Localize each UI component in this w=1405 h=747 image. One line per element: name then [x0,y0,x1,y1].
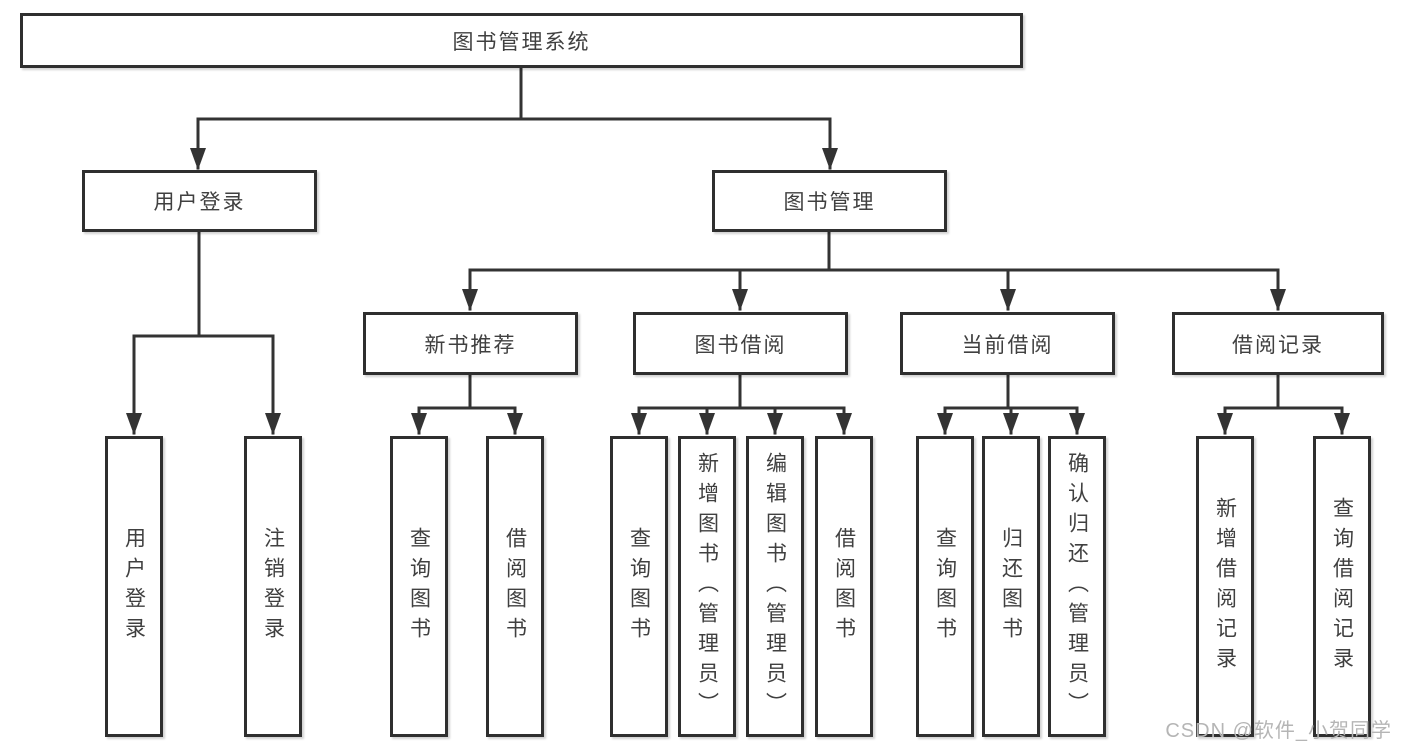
leaf-label: 借阅图书 [832,526,856,647]
node-book-borrowing: 图书借阅 [633,312,848,375]
leaf-borrow-books-recommend: 借阅图书 [486,436,544,737]
node-label: 新书推荐 [424,333,517,357]
leaf-confirm-return-admin: 确认归还（管理员） [1048,436,1106,737]
leaf-label: 新增借阅记录 [1213,496,1237,677]
leaf-label: 归还图书 [999,526,1023,647]
leaf-label: 编辑图书（管理员） [763,451,787,722]
leaf-label: 查询图书 [407,526,431,647]
leaf-label: 查询图书 [627,526,651,647]
leaf-add-books-admin: 新增图书（管理员） [678,436,736,737]
node-label: 借阅记录 [1232,333,1324,357]
node-new-book-recommendation: 新书推荐 [363,312,578,375]
leaf-label: 查询图书 [933,526,957,647]
leaf-label: 确认归还（管理员） [1065,451,1089,722]
leaf-add-borrow-record: 新增借阅记录 [1196,436,1254,737]
node-user-login: 用户登录 [82,170,317,232]
csdn-watermark: CSDN @软件_小贺同学 [1165,720,1392,742]
leaf-user-login: 用户登录 [105,436,163,737]
leaf-query-borrow-record: 查询借阅记录 [1313,436,1371,737]
node-label: 图书管理系统 [452,30,591,54]
leaf-query-books-borrowing: 查询图书 [610,436,668,737]
leaf-edit-books-admin: 编辑图书（管理员） [746,436,804,737]
leaf-borrow-books-borrowing: 借阅图书 [815,436,873,737]
node-book-management: 图书管理 [712,170,947,232]
leaf-label: 注销登录 [261,526,285,647]
leaf-label: 用户登录 [122,526,146,647]
leaf-query-books-recommend: 查询图书 [390,436,448,737]
node-label: 当前借阅 [961,333,1054,357]
leaf-logout: 注销登录 [244,436,302,737]
leaf-query-books-current: 查询图书 [916,436,974,737]
node-library-management-system: 图书管理系统 [20,13,1023,68]
leaf-return-books: 归还图书 [982,436,1040,737]
node-current-borrowing: 当前借阅 [900,312,1115,375]
node-label: 图书管理 [783,191,876,214]
leaf-label: 新增图书（管理员） [695,451,719,722]
leaf-label: 查询借阅记录 [1330,496,1354,677]
leaf-label: 借阅图书 [503,526,527,647]
node-label: 用户登录 [153,191,246,214]
node-label: 图书借阅 [694,333,787,357]
node-borrowing-records: 借阅记录 [1172,312,1384,375]
